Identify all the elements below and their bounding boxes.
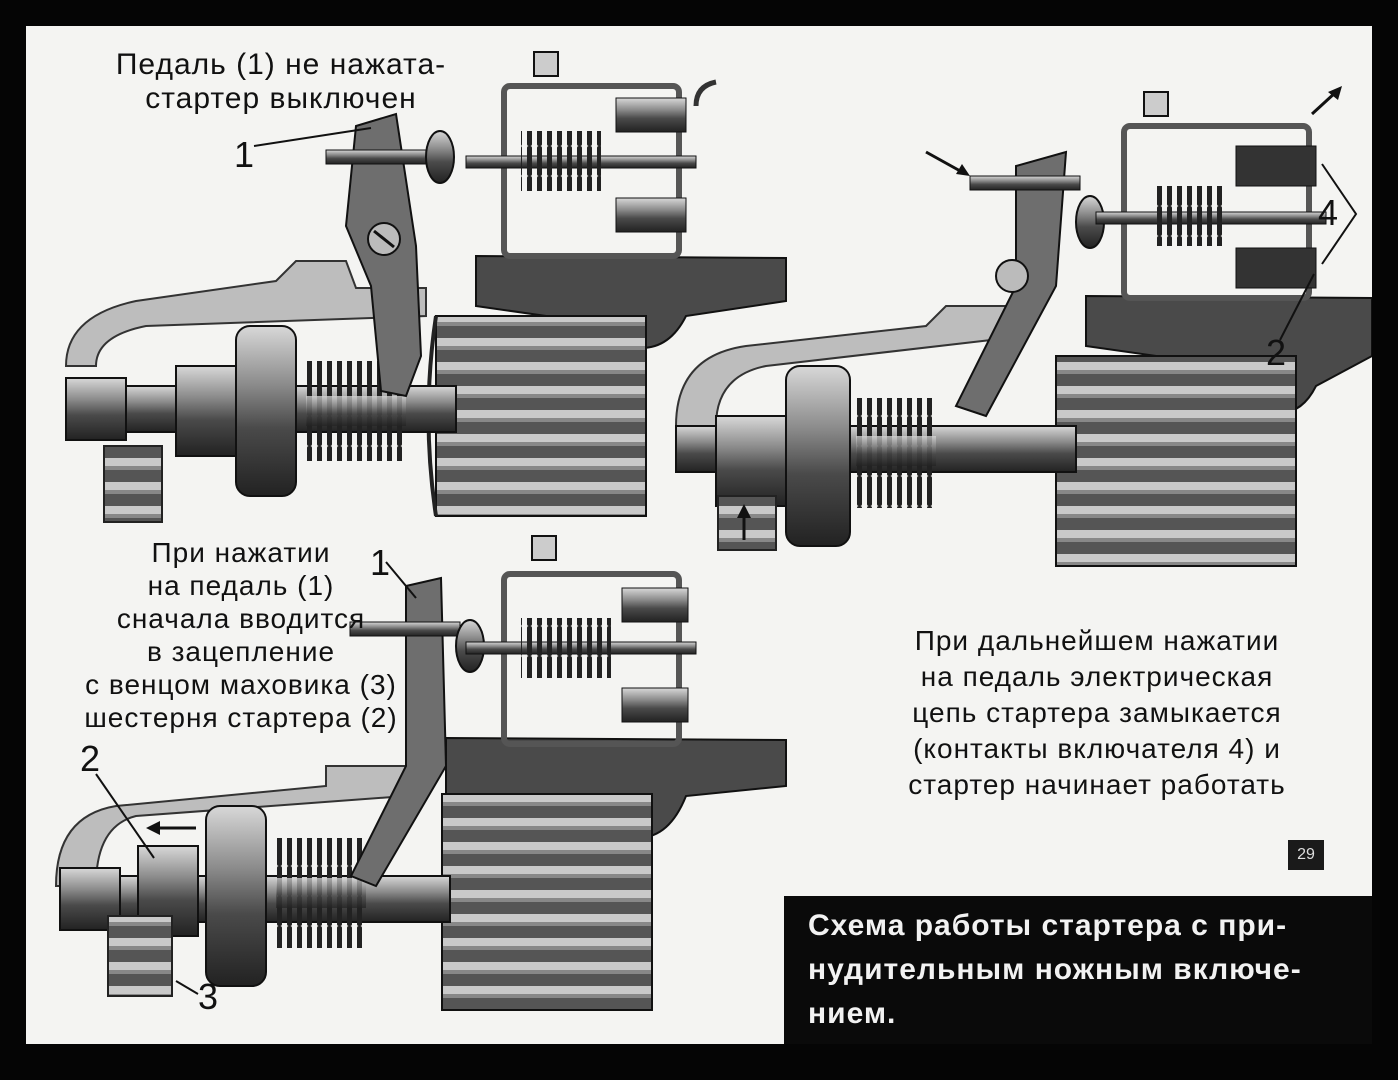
title-line-2: нудительным ножным включе-: [808, 953, 1302, 986]
assembly-engaging: [54, 535, 787, 1011]
label-right-pinion: 2: [1266, 332, 1287, 373]
caption-right-line-5: стартер начинает работать: [908, 769, 1286, 800]
caption-further-pressed: При дальнейшем нажатии на педаль электри…: [872, 623, 1322, 803]
slide-frame: Педаль (1) не нажата- стартер выключен П…: [26, 26, 1372, 1044]
caption-pedal-pressed: При нажатии на педаль (1) сначала вводит…: [46, 536, 436, 734]
title-box: Схема работы стартера с при- нудительным…: [784, 896, 1372, 1044]
caption-right-line-3: цепь стартера замыкается: [912, 697, 1282, 728]
caption-middle-line-5: с венцом маховика (3): [85, 669, 397, 700]
starter-diagrams: [54, 51, 1372, 1011]
caption-right-line-2: на педаль электрическая: [920, 661, 1274, 692]
caption-middle-line-3: сначала вводится: [116, 603, 366, 634]
page-number: 29: [1288, 840, 1324, 870]
label-switch-contacts: 4: [1318, 192, 1339, 233]
caption-right-line-4: (контакты включателя 4) и: [913, 733, 1281, 764]
caption-middle-line-1: При нажатии: [151, 537, 331, 568]
caption-middle-line-4: в зацепление: [146, 636, 336, 667]
label-flywheel-ring: 3: [198, 976, 219, 1017]
label-pinion-gear: 2: [80, 738, 101, 779]
caption-top-line-1: Педаль (1) не нажата-: [115, 48, 447, 81]
title-line-3: нием.: [808, 997, 897, 1030]
slide-title: Схема работы стартера с при- нудительным…: [808, 904, 1368, 1036]
caption-pedal-not-pressed: Педаль (1) не нажата- стартер выключен: [86, 48, 476, 116]
caption-middle-line-6: шестерня стартера (2): [84, 702, 398, 733]
label-bottom-pedal: 1: [370, 542, 391, 583]
assembly-running: [674, 86, 1372, 567]
assembly-off: [64, 51, 787, 523]
caption-top-line-2: стартер выключен: [145, 82, 417, 115]
caption-middle-line-2: на педаль (1): [147, 570, 335, 601]
label-top-pedal: 1: [234, 134, 255, 175]
title-line-1: Схема работы стартера с при-: [808, 909, 1288, 942]
caption-right-line-1: При дальнейшем нажатии: [914, 625, 1280, 656]
